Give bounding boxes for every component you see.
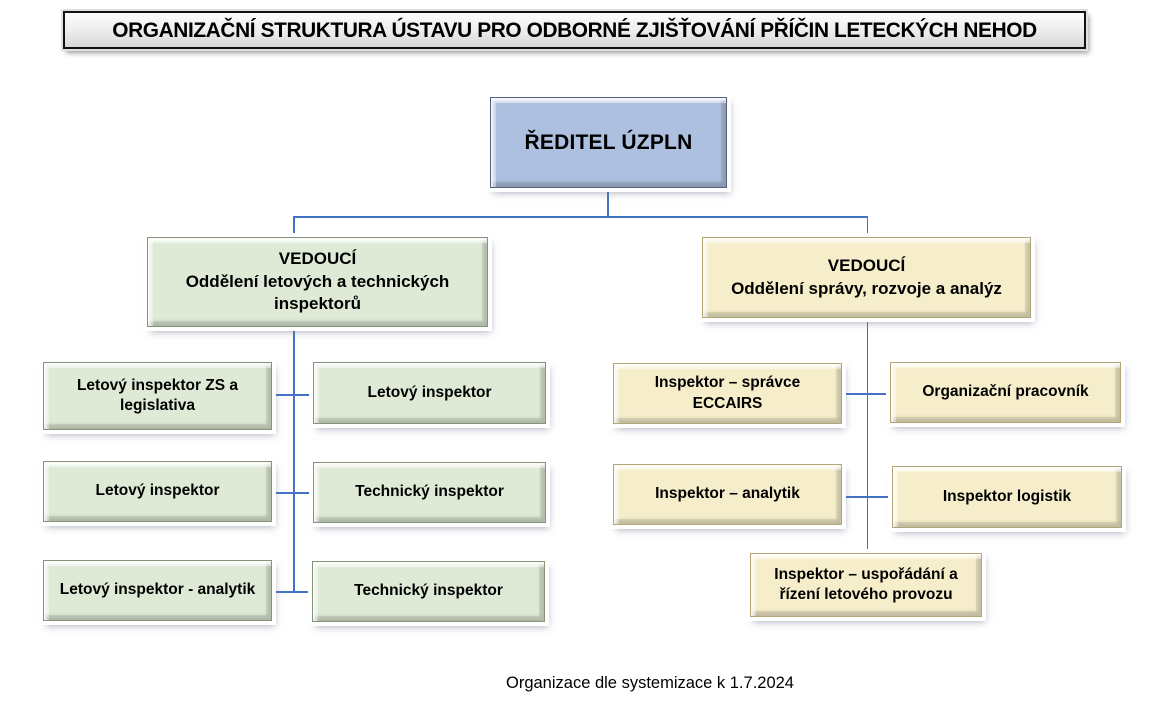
connector-left-row1 <box>272 394 314 396</box>
node-organizacni-pracovnik: Organizační pracovník <box>890 362 1121 423</box>
connector-right-spine <box>866 318 868 554</box>
node-label: Inspektor logistik <box>942 487 1072 505</box>
node-right-branch-head: VEDOUCÍ Oddělení správy, rozvoje a analý… <box>702 237 1031 318</box>
connector-left-head-drop <box>293 216 295 238</box>
connector-right-row1 <box>842 393 891 395</box>
node-label: Inspektor – správce ECCAIRS <box>654 374 801 412</box>
node-label: Inspektor – uspořádání a řízení letového… <box>774 565 958 603</box>
footer-note: Organizace dle systemizace k 1.7.2024 <box>506 674 794 692</box>
node-inspektor-usporadani-rizeni: Inspektor – uspořádání a řízení letového… <box>750 553 982 617</box>
connector-director-drop <box>607 188 609 217</box>
node-label: Letový inspektor ZS a legislativa <box>76 376 239 414</box>
left-head-title: VEDOUCÍ <box>278 249 357 269</box>
node-technicky-inspektor-2: Technický inspektor <box>312 561 545 622</box>
left-head-subtitle: Oddělení letových a technických inspekto… <box>185 271 450 314</box>
node-director-label: ŘEDITEL ÚZPLN <box>524 130 693 154</box>
node-label: Organizační pracovník <box>922 383 1089 401</box>
right-head-title: VEDOUCÍ <box>827 256 906 276</box>
node-label: Technický inspektor <box>354 582 503 600</box>
connector-left-spine <box>293 327 295 593</box>
node-label: Letový inspektor <box>367 383 492 401</box>
node-letovy-inspektor-2: Letový inspektor <box>43 461 272 522</box>
node-letovy-inspektor-zs-legislativa: Letový inspektor ZS a legislativa <box>43 362 272 430</box>
node-label: Inspektor – analytik <box>655 485 800 503</box>
node-letovy-inspektor-1: Letový inspektor <box>313 362 546 424</box>
connector-left-row2 <box>272 492 314 494</box>
node-label: Letový inspektor - analytik <box>59 581 256 599</box>
node-technicky-inspektor-1: Technický inspektor <box>313 462 546 523</box>
node-director: ŘEDITEL ÚZPLN <box>490 97 727 188</box>
connector-top-horizontal <box>293 216 868 218</box>
connector-right-head-drop <box>866 216 868 238</box>
right-head-subtitle: Oddělení správy, rozvoje a analýz <box>731 278 1002 298</box>
connector-right-row2 <box>842 496 893 498</box>
node-letovy-inspektor-analytik: Letový inspektor - analytik <box>43 560 272 621</box>
chart-title: ORGANIZAČNÍ STRUKTURA ÚSTAVU PRO ODBORNÉ… <box>112 17 1037 42</box>
chart-title-banner: ORGANIZAČNÍ STRUKTURA ÚSTAVU PRO ODBORNÉ… <box>63 11 1086 49</box>
node-label: Letový inspektor <box>95 482 220 500</box>
node-inspektor-logistik: Inspektor logistik <box>892 466 1122 528</box>
node-label: Technický inspektor <box>355 483 504 501</box>
node-inspektor-analytik: Inspektor – analytik <box>613 464 842 525</box>
node-inspektor-spravce-eccairs: Inspektor – správce ECCAIRS <box>613 363 842 424</box>
connector-left-row3 <box>272 591 314 593</box>
node-left-branch-head: VEDOUCÍ Oddělení letových a technických … <box>147 237 488 327</box>
